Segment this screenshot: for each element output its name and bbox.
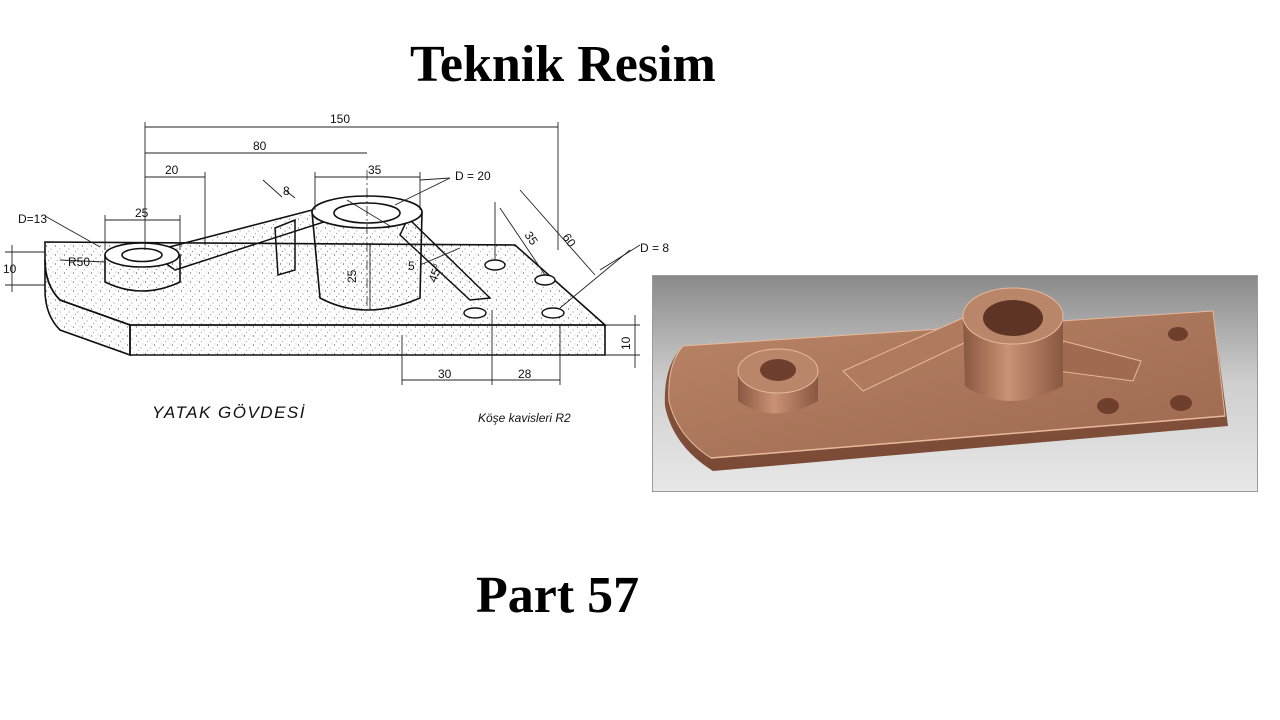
technical-drawing: 150 80 20 25 35 8 D=13 D = 20 D = 8 R50 … xyxy=(0,100,690,460)
dim-d20: D = 20 xyxy=(455,169,491,183)
technical-drawing-svg: 150 80 20 25 35 8 D=13 D = 20 D = 8 R50 … xyxy=(3,112,669,425)
small-boss xyxy=(104,242,181,292)
dim-150: 150 xyxy=(330,112,350,126)
dim-30: 30 xyxy=(438,367,452,381)
dim-r50: R50 xyxy=(68,255,90,269)
dim-35: 35 xyxy=(368,163,382,177)
drawing-note: Köşe kavisleri R2 xyxy=(478,411,571,425)
render-part xyxy=(664,287,1228,471)
dim-d13: D=13 xyxy=(18,212,47,226)
dim-10-left: 10 xyxy=(3,262,17,276)
dim-5: 5 xyxy=(408,259,415,273)
large-boss xyxy=(311,170,423,311)
dim-60: 60 xyxy=(560,231,579,250)
dim-20: 20 xyxy=(165,163,179,177)
dim-45-degree: 45° xyxy=(426,262,445,284)
dim-25-height: 25 xyxy=(345,269,359,283)
cad-render-image xyxy=(652,275,1258,492)
holes xyxy=(463,259,565,319)
dim-28: 28 xyxy=(518,367,532,381)
cad-render-svg xyxy=(653,276,1257,491)
dim-25-width: 25 xyxy=(135,206,149,220)
dim-d8: D = 8 xyxy=(640,241,669,255)
dim-10-right: 10 xyxy=(619,336,633,350)
dimension-lines xyxy=(5,122,641,385)
page-title: Teknik Resim xyxy=(410,36,716,93)
dim-8: 8 xyxy=(283,184,290,198)
part-number-label: Part 57 xyxy=(476,567,640,624)
drawing-caption: YATAK GÖVDESİ xyxy=(152,403,306,422)
dim-80: 80 xyxy=(253,139,267,153)
